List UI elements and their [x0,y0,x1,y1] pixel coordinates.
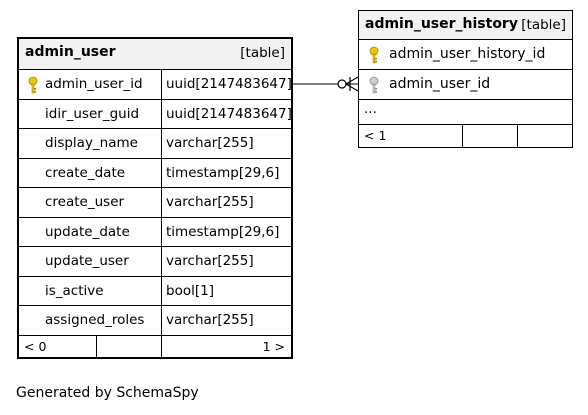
generator-caption: Generated by SchemaSpy [16,385,199,401]
column-name: display_name [45,135,138,151]
column-type: varchar[255] [166,312,254,328]
column-type: bool[1] [166,282,214,299]
column-name: admin_user_id [389,76,491,92]
column-row: admin_user_history_id [359,40,572,70]
more-columns: ... [359,100,572,125]
column-type: varchar[255] [166,194,254,210]
column-row: create_date timestamp[29,6] [19,158,291,188]
column-name: create_user [45,194,125,210]
table-kind: [table] [521,17,566,33]
primary-key-icon [28,76,38,94]
column-name: assigned_roles [45,312,145,328]
column-type: timestamp[29,6] [166,223,280,240]
table-name: admin_user [25,44,116,60]
admin-user-header: admin_user [table] [19,39,291,70]
column-type: timestamp[29,6] [166,164,280,181]
column-name: update_user [45,253,129,269]
column-name: admin_user_history_id [389,46,546,62]
admin-user-history-table: admin_user_history [table] admin_user_hi… [358,10,573,148]
column-type: uuid[2147483647] [166,105,292,122]
column-name: idir_user_guid [45,105,140,122]
table-kind: [table] [240,45,285,61]
admin-user-footer: < 0 1 > [19,335,291,358]
column-row: update_user varchar[255] [19,247,291,277]
column-row: display_name varchar[255] [19,129,291,159]
column-row: admin_user_id [359,70,572,100]
table-name: admin_user_history [365,16,518,32]
column-row: is_active bool[1] [19,276,291,306]
column-name: update_date [45,223,130,240]
column-type: varchar[255] [166,253,254,269]
column-type: varchar[255] [166,135,254,151]
crows-foot-marker [345,76,359,85]
column-row: idir_user_guid uuid[2147483647] [19,99,292,129]
column-row: update_date timestamp[29,6] [19,217,291,247]
column-name: is_active [45,282,104,299]
column-row: create_user varchar[255] [19,188,291,218]
primary-key-icon [369,46,379,64]
column-name: admin_user_id [45,76,143,92]
column-row: assigned_roles varchar[255] [19,306,291,336]
column-name: create_date [45,164,126,181]
parent-count: < 1 [364,128,387,143]
column-row: admin_user_id uuid[2147483647] [19,70,292,100]
admin-user-history-footer: < 1 [359,125,572,148]
column-type: uuid[2147483647] [166,76,292,92]
admin-user-table: admin_user [table] admin_user_id uuid[21… [17,37,293,359]
foreign-key-icon [369,76,379,94]
parent-count: < 0 [24,338,47,354]
admin-user-history-header: admin_user_history [table] [359,11,572,40]
child-count: 1 > [262,338,285,354]
optional-marker [337,79,347,89]
